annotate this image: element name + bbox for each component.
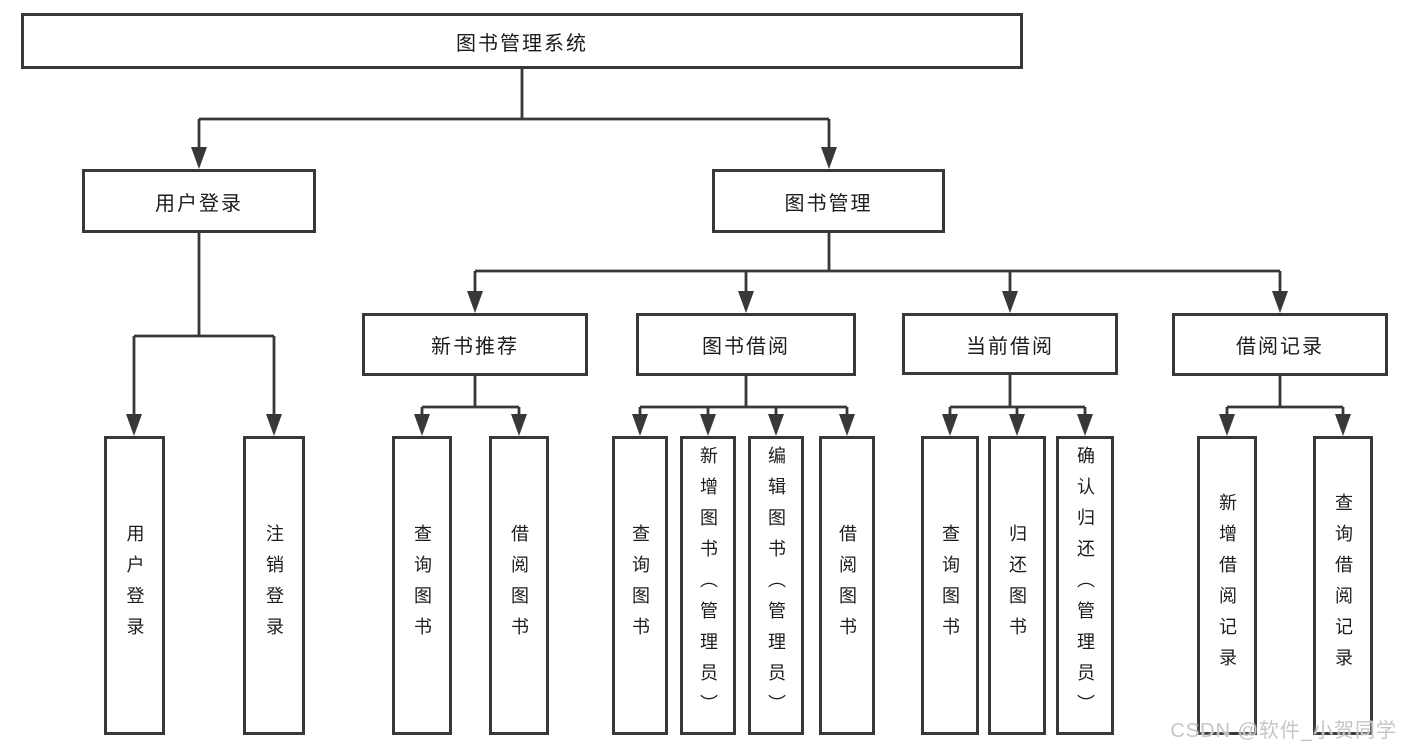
leaf-return-books: 归还图书 — [988, 436, 1046, 735]
leaf-borrow-books: 借阅图书 — [819, 436, 875, 735]
leaf-user-login: 用户登录 — [104, 436, 165, 735]
leaf-add-books-admin: 新增图书（管理员） — [680, 436, 736, 735]
leaf-add-borrow-record: 新增借阅记录 — [1197, 436, 1257, 735]
leaf-query-books-recommend: 查询图书 — [392, 436, 452, 735]
leaf-confirm-return-admin: 确认归还（管理员） — [1056, 436, 1114, 735]
leaf-edit-books-admin: 编辑图书（管理员） — [748, 436, 804, 735]
node-borrow-records: 借阅记录 — [1172, 313, 1388, 376]
node-user-login: 用户登录 — [82, 169, 316, 233]
leaf-query-books-current: 查询图书 — [921, 436, 979, 735]
leaf-query-books-borrow: 查询图书 — [612, 436, 668, 735]
leaf-logout: 注销登录 — [243, 436, 305, 735]
node-current-borrow: 当前借阅 — [902, 313, 1118, 375]
watermark: CSDN @软件_小贺同学 — [1170, 720, 1397, 742]
leaf-borrow-books-recommend: 借阅图书 — [489, 436, 549, 735]
node-book-management: 图书管理 — [712, 169, 945, 233]
node-library-system: 图书管理系统 — [21, 13, 1023, 69]
node-new-book-recommend: 新书推荐 — [362, 313, 588, 376]
leaf-query-borrow-record: 查询借阅记录 — [1313, 436, 1373, 735]
node-book-borrow: 图书借阅 — [636, 313, 856, 376]
